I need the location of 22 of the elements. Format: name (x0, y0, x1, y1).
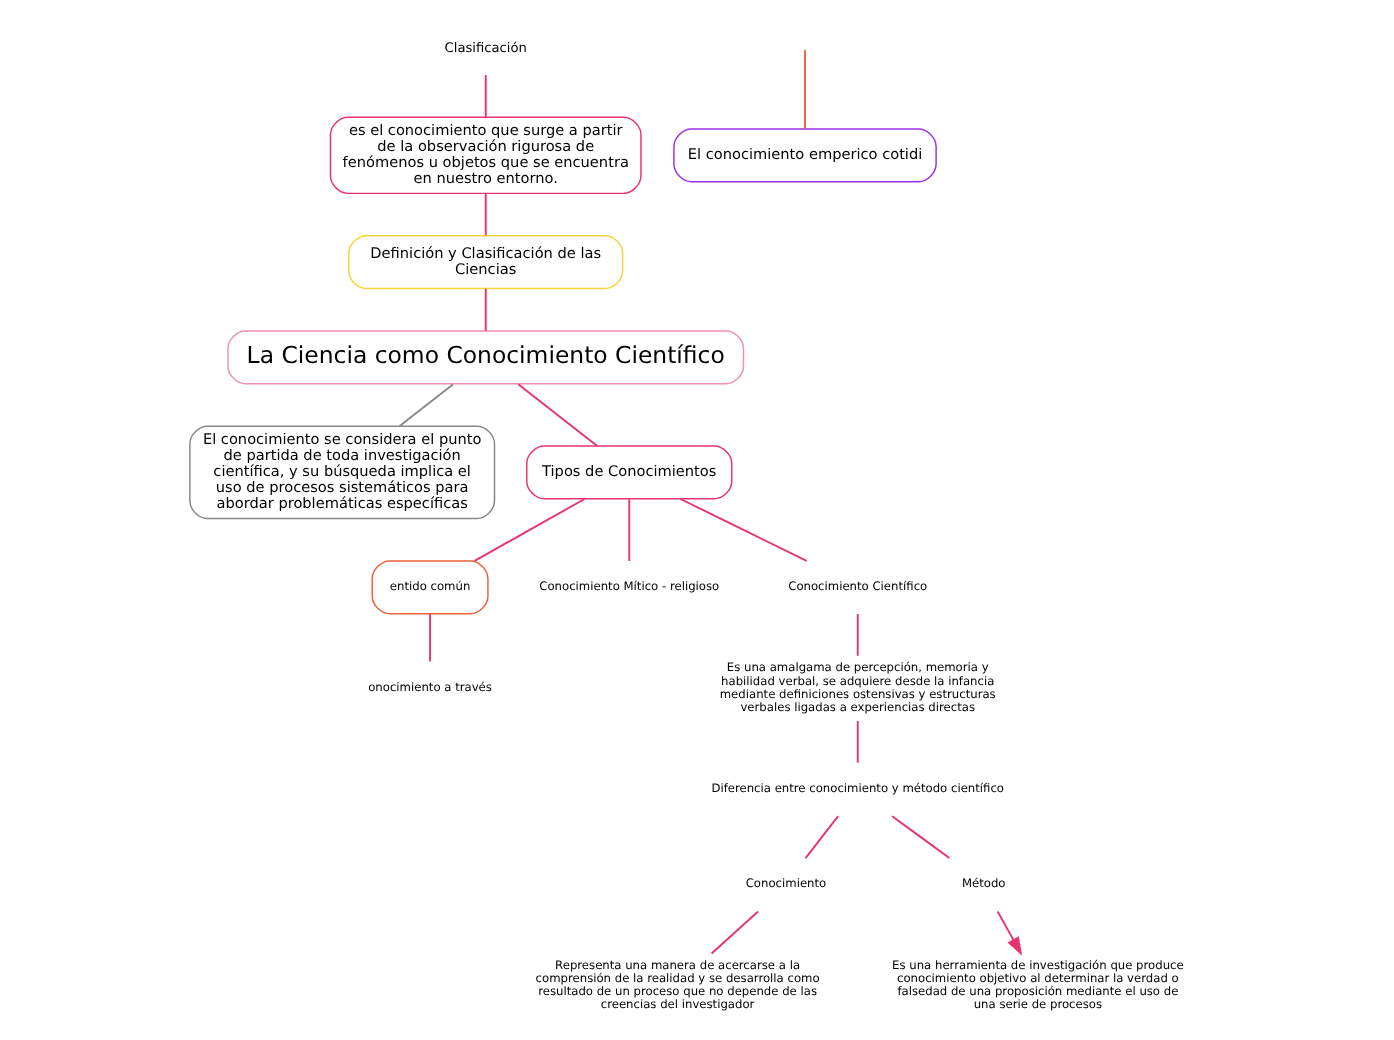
connector (804, 48, 806, 130)
node-box: El conocimiento emperico cotidi (673, 128, 937, 183)
connector (856, 720, 859, 764)
connector (429, 613, 431, 663)
node-box: La Ciencia como Conocimiento Científico (227, 330, 745, 385)
connector (473, 498, 586, 562)
connector (856, 613, 859, 657)
connector (484, 192, 487, 237)
connector (398, 383, 455, 428)
connector (628, 498, 631, 562)
connector (484, 287, 487, 332)
connector (804, 815, 840, 859)
node-box: El conocimiento se considera el punto de partida de toda investigación científica, y su búsqueda implica el uso de procesos sistemáticos para abordar problemáticas específicas (189, 425, 496, 520)
node-box: Definición y Clasificación de las Ciencias (348, 235, 624, 290)
connector (517, 383, 599, 447)
connector (891, 815, 951, 859)
node-box: es el conocimiento que surge a partir de la observación rigurosa de fenómenos u objetos que se encuentra en nuestro entorno. (329, 116, 642, 195)
node-box: Tipos de Conocimientos (526, 445, 733, 500)
connector (484, 74, 487, 119)
connector (679, 498, 808, 562)
connector (710, 910, 759, 955)
arrow (996, 910, 1023, 956)
